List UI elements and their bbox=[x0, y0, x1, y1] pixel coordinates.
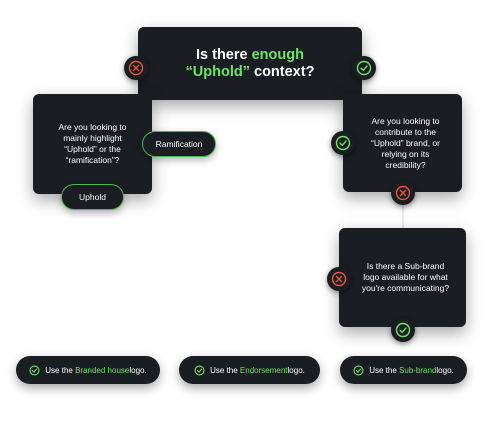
top-question-text: Is there enough “Uphold” context? bbox=[185, 46, 315, 80]
uphold-pill[interactable]: Uphold bbox=[61, 184, 124, 210]
left-question-card: Are you looking to mainly highlight “Uph… bbox=[33, 94, 152, 194]
x-circle-icon bbox=[331, 271, 347, 287]
top-yes-badge[interactable] bbox=[352, 56, 376, 80]
check-circle-icon bbox=[194, 364, 205, 376]
x-circle-icon bbox=[395, 185, 411, 201]
sub-brand-no-badge[interactable] bbox=[327, 267, 351, 291]
top-question-card: Is there enough “Uphold” context? bbox=[138, 27, 362, 100]
left-question-text: Are you looking to mainly highlight “Uph… bbox=[58, 122, 127, 165]
result-endorsement: Use the Endorsement logo. bbox=[179, 356, 320, 384]
result-sub-brand: Use the Sub-brand logo. bbox=[340, 356, 467, 384]
right-question-card: Are you looking to contribute to the “Up… bbox=[343, 94, 462, 192]
check-circle-icon bbox=[395, 322, 411, 338]
check-circle-icon bbox=[335, 135, 351, 151]
right-question-text: Are you looking to contribute to the “Up… bbox=[371, 115, 440, 170]
ramification-pill[interactable]: Ramification bbox=[142, 131, 216, 157]
check-circle-icon bbox=[356, 60, 372, 76]
sub-brand-question-card: Is there a Sub-brand logo available for … bbox=[339, 228, 466, 327]
x-circle-icon bbox=[128, 60, 144, 76]
sub-brand-question-text: Is there a Sub-brand logo available for … bbox=[361, 261, 450, 293]
check-circle-icon bbox=[353, 364, 364, 376]
result-branded-house: Use the Branded house logo. bbox=[16, 356, 160, 384]
right-yes-badge[interactable] bbox=[331, 131, 355, 155]
sub-brand-yes-badge[interactable] bbox=[391, 318, 415, 342]
right-no-badge[interactable] bbox=[391, 181, 415, 205]
top-no-badge[interactable] bbox=[124, 56, 148, 80]
check-circle-icon bbox=[29, 364, 40, 376]
